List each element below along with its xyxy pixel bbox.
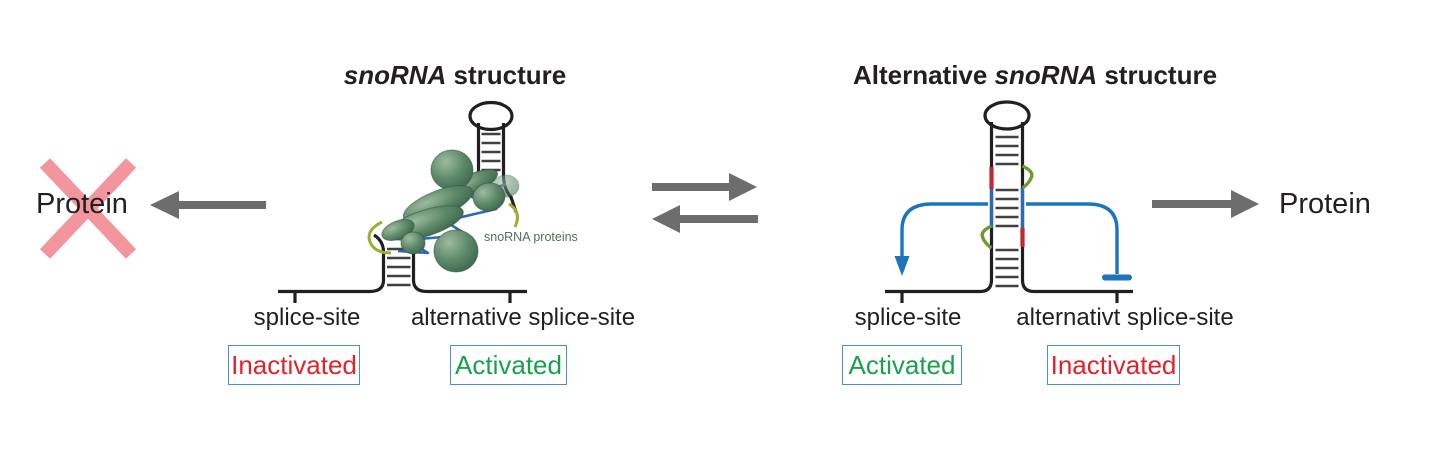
status-badge-inactivated: Inactivated [1047, 345, 1180, 385]
protein-label-left: Protein [36, 188, 128, 220]
snorna-structure-right [885, 100, 1133, 303]
protein-complex-blobs [381, 149, 520, 273]
stem-bump-green-lower [980, 224, 993, 250]
splice-activation-arrow [894, 202, 988, 276]
status-text: Activated [455, 349, 562, 380]
splice-site-label: splice-site [854, 304, 962, 331]
equilibrium-arrows-icon [652, 173, 758, 233]
title-prefix-part: Alternative [852, 60, 995, 90]
splice-site-label: splice-site [253, 304, 361, 331]
right-panel-title: Alternative snoRNA structure [820, 60, 1250, 91]
stem-rungs [995, 135, 1019, 288]
status-text: Inactivated [231, 349, 357, 380]
title-italic-part: snoRNA [343, 60, 447, 90]
status-text: Inactivated [1050, 349, 1177, 380]
stem-bump-green-upper [1021, 164, 1034, 190]
left-panel-title: snoRNA structure [280, 60, 630, 91]
arrow-right-icon [1152, 190, 1259, 218]
blocked-cross-icon [39, 158, 137, 259]
status-badge-activated: Activated [842, 345, 962, 385]
status-badge-activated: Activated [450, 345, 567, 385]
status-badge-inactivated: Inactivated [228, 345, 360, 385]
splice-blocker-bar [1026, 202, 1132, 281]
title-rest-part: structure [1097, 60, 1218, 90]
title-italic-part: snoRNA [994, 60, 1098, 90]
title-rest-part: structure [446, 60, 567, 90]
alternative-splice-site-label: alternative splice-site [410, 304, 636, 331]
status-text: Activated [848, 349, 956, 380]
stem-rungs [387, 247, 411, 287]
snorna-structure-left [278, 100, 527, 303]
protein-label-right: Protein [1279, 188, 1371, 220]
snorna-proteins-annotation: snoRNA proteins [484, 230, 578, 244]
arrow-left-icon [150, 191, 266, 219]
alternative-splice-site-label: alternativt splice-site [1016, 304, 1234, 331]
rna-strand-olive-left [367, 220, 392, 255]
rna-strand-olive-right [508, 202, 519, 228]
